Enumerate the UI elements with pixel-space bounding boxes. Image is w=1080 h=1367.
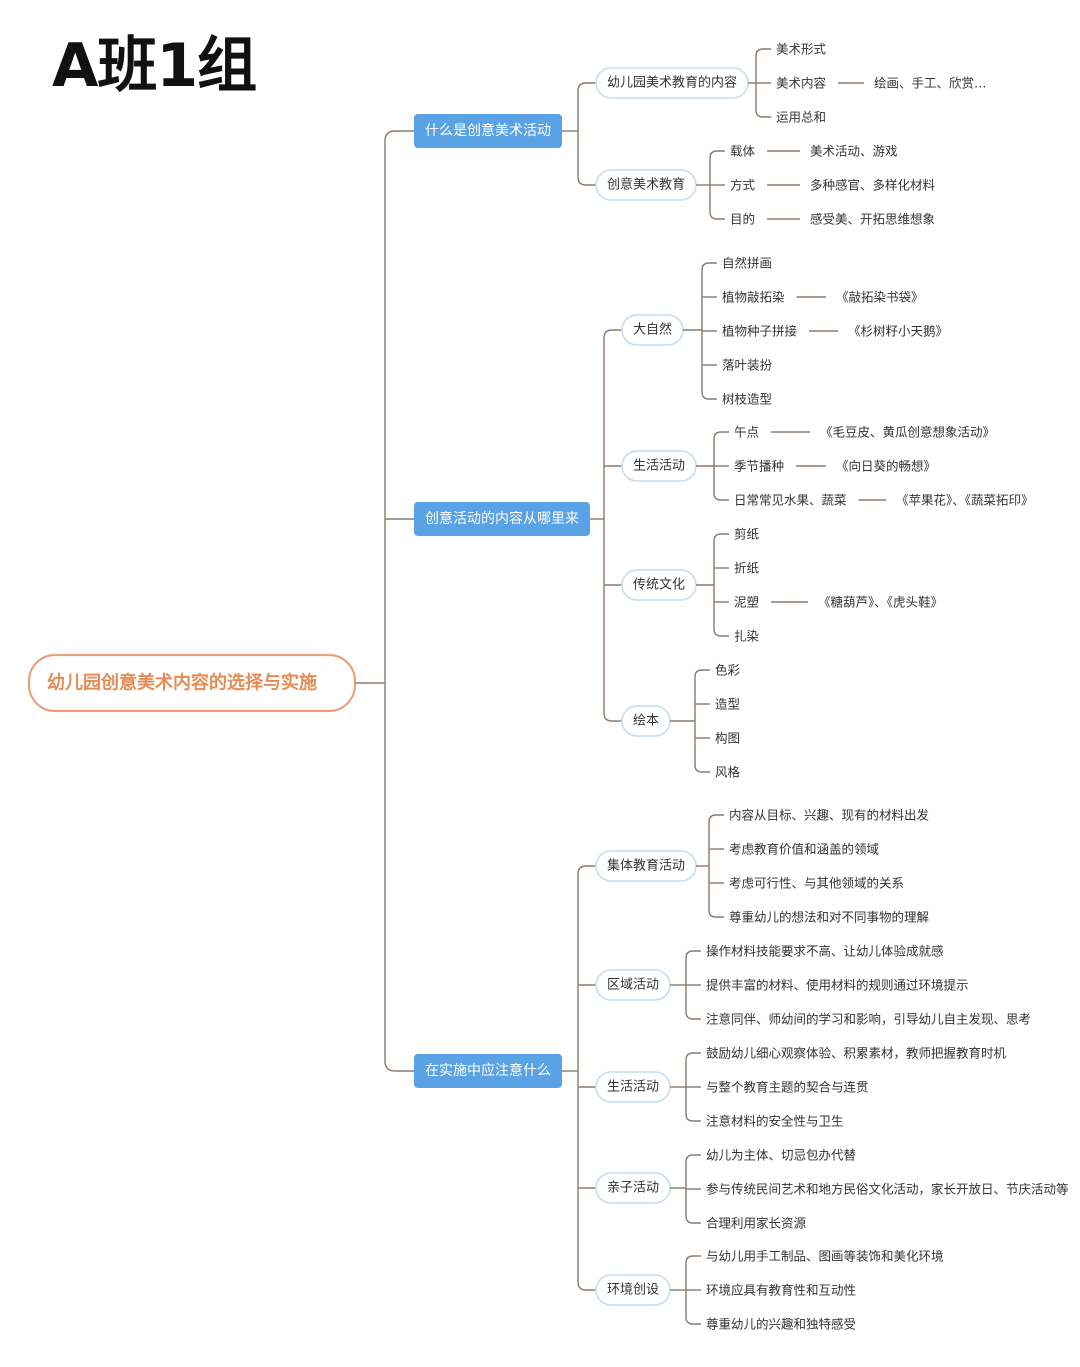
leaf-label: 注意材料的安全性与卫生	[706, 1114, 844, 1129]
connector-line	[685, 1154, 701, 1163]
main-topic-node	[414, 114, 562, 148]
subtopic-label: 亲子活动	[607, 1181, 659, 1196]
leaf-label: 色彩	[715, 663, 741, 678]
leaf-label: 环境应具有教育性和互动性	[706, 1283, 856, 1298]
connector-line	[577, 865, 596, 875]
connector-line	[755, 48, 771, 57]
main-topic-node	[414, 1054, 562, 1088]
connector-line	[701, 262, 717, 271]
main-topic-label: 在实施中应注意什么	[425, 1062, 551, 1079]
leaf-label: 幼儿为主体、切忌包办代替	[706, 1148, 857, 1163]
leaf-label: 提供丰富的材料、使用材料的规则通过环境提示	[706, 978, 969, 993]
leaf-label: 与整个教育主题的契合与连贯	[706, 1080, 869, 1095]
leaf-detail-label: 绘画、手工、欣赏…	[874, 76, 987, 91]
subtopic-label: 生活活动	[607, 1080, 659, 1095]
connector-line	[713, 533, 729, 542]
leaf-detail-label: 多种感官、多样化材料	[810, 178, 936, 193]
leaf-detail-label: 《苹果花》、《蔬菜拓印》	[896, 493, 1034, 508]
leaf-label: 构图	[715, 731, 740, 746]
subtopic-label: 创意美术教育	[607, 177, 685, 193]
connector-line	[708, 814, 724, 823]
connector-line	[685, 1011, 701, 1020]
leaf-label: 与幼儿用手工制品、图画等装饰和美化环境	[706, 1249, 944, 1264]
connector-line	[708, 909, 724, 918]
connector-line	[603, 712, 622, 722]
connector-line	[709, 211, 725, 220]
main-topic-node	[414, 502, 590, 536]
leaf-label: 季节播种	[734, 459, 784, 474]
leaf-label: 考虑教育价值和涵盖的领域	[729, 842, 879, 857]
leaf-label: 植物敲拓染	[722, 290, 785, 305]
leaf-label: 造型	[715, 697, 740, 712]
leaf-label: 注意同伴、师幼间的学习和影响，引导幼儿自主发现、思考	[706, 1012, 1031, 1027]
subtopic-label: 生活活动	[633, 459, 685, 474]
connector-line	[685, 1316, 701, 1325]
root-node-label: 幼儿园创意美术内容的选择与实施	[47, 672, 317, 694]
leaf-label: 参与传统民间艺术和地方民俗文化活动，家长开放日、节庆活动等	[706, 1182, 1069, 1197]
connector-line	[694, 764, 710, 773]
connector-line	[384, 130, 414, 142]
connector-line	[713, 492, 729, 501]
leaf-label: 扎染	[734, 629, 760, 644]
connector-line	[709, 150, 725, 159]
leaf-label: 泥塑	[734, 595, 759, 610]
leaf-detail-label: 《向日葵的畅想》	[836, 459, 936, 474]
leaf-detail-label: 美术活动、游戏	[810, 144, 898, 159]
main-topic-label: 创意活动的内容从哪里来	[425, 510, 579, 527]
subtopic-label: 区域活动	[607, 978, 659, 993]
connector-line	[685, 950, 701, 959]
leaf-label: 方式	[730, 178, 756, 193]
leaf-label: 风格	[715, 765, 741, 780]
leaf-label: 落叶装扮	[722, 358, 773, 373]
subtopic-label: 幼儿园美术教育的内容	[607, 75, 737, 91]
connector-line	[685, 1113, 701, 1122]
subtopic-label: 大自然	[633, 322, 672, 338]
leaf-label: 尊重幼儿的想法和对不同事物的理解	[729, 910, 929, 925]
leaf-detail-label: 《毛豆皮、黄瓜创意想象活动》	[820, 425, 995, 440]
leaf-label: 美术内容	[776, 76, 826, 91]
connector-line	[755, 109, 771, 118]
connector-line	[603, 329, 622, 339]
subtopic-label: 传统文化	[633, 578, 685, 593]
connector-line	[685, 1052, 701, 1061]
leaf-label: 载体	[730, 144, 756, 159]
leaf-label: 美术形式	[776, 42, 827, 57]
connector-line	[384, 1060, 414, 1072]
connector-line	[713, 431, 729, 440]
connector-line	[685, 1215, 701, 1224]
leaf-label: 植物种子拼接	[722, 324, 798, 339]
connector-line	[577, 82, 596, 92]
leaf-label: 尊重幼儿的兴趣和独特感受	[706, 1317, 856, 1332]
leaf-label: 鼓励幼儿细心观察体验、积累素材，教师把握教育时机	[706, 1046, 1007, 1061]
connector-line	[694, 669, 710, 678]
subtopic-label: 环境创设	[607, 1283, 659, 1298]
leaf-label: 折纸	[734, 561, 760, 576]
connector-line	[685, 1255, 701, 1264]
connector-line	[577, 176, 596, 186]
leaf-label: 剪纸	[734, 527, 760, 542]
leaf-label: 合理利用家长资源	[706, 1216, 807, 1231]
leaf-label: 午点	[734, 425, 759, 440]
page-title: A班1组	[52, 31, 257, 101]
leaf-label: 日常常见水果、蔬菜	[734, 493, 847, 508]
leaf-label: 运用总和	[776, 110, 826, 125]
leaf-detail-label: 《敲拓染书袋》	[836, 290, 924, 305]
leaf-detail-label: 《糖葫芦》、《虎头鞋》	[818, 595, 943, 610]
leaf-detail-label: 《杉树籽小天鹅》	[848, 324, 948, 339]
connector-line	[577, 1281, 596, 1291]
subtopic-label: 绘本	[633, 714, 659, 729]
leaf-label: 树枝造型	[722, 392, 772, 407]
main-topic-label: 什么是创意美术活动	[425, 122, 551, 139]
subtopic-label: 集体教育活动	[607, 858, 685, 874]
leaf-label: 考虑可行性、与其他领域的关系	[729, 876, 904, 891]
leaf-label: 目的	[730, 212, 755, 227]
connector-line	[713, 628, 729, 637]
leaf-label: 内容从目标、兴趣、现有的材料出发	[729, 808, 930, 823]
leaf-label: 操作材料技能要求不高、让幼儿体验成就感	[706, 944, 944, 959]
connector-line	[701, 391, 717, 400]
leaf-detail-label: 感受美、开拓思维想象	[810, 212, 935, 227]
leaf-label: 自然拼画	[722, 256, 772, 271]
